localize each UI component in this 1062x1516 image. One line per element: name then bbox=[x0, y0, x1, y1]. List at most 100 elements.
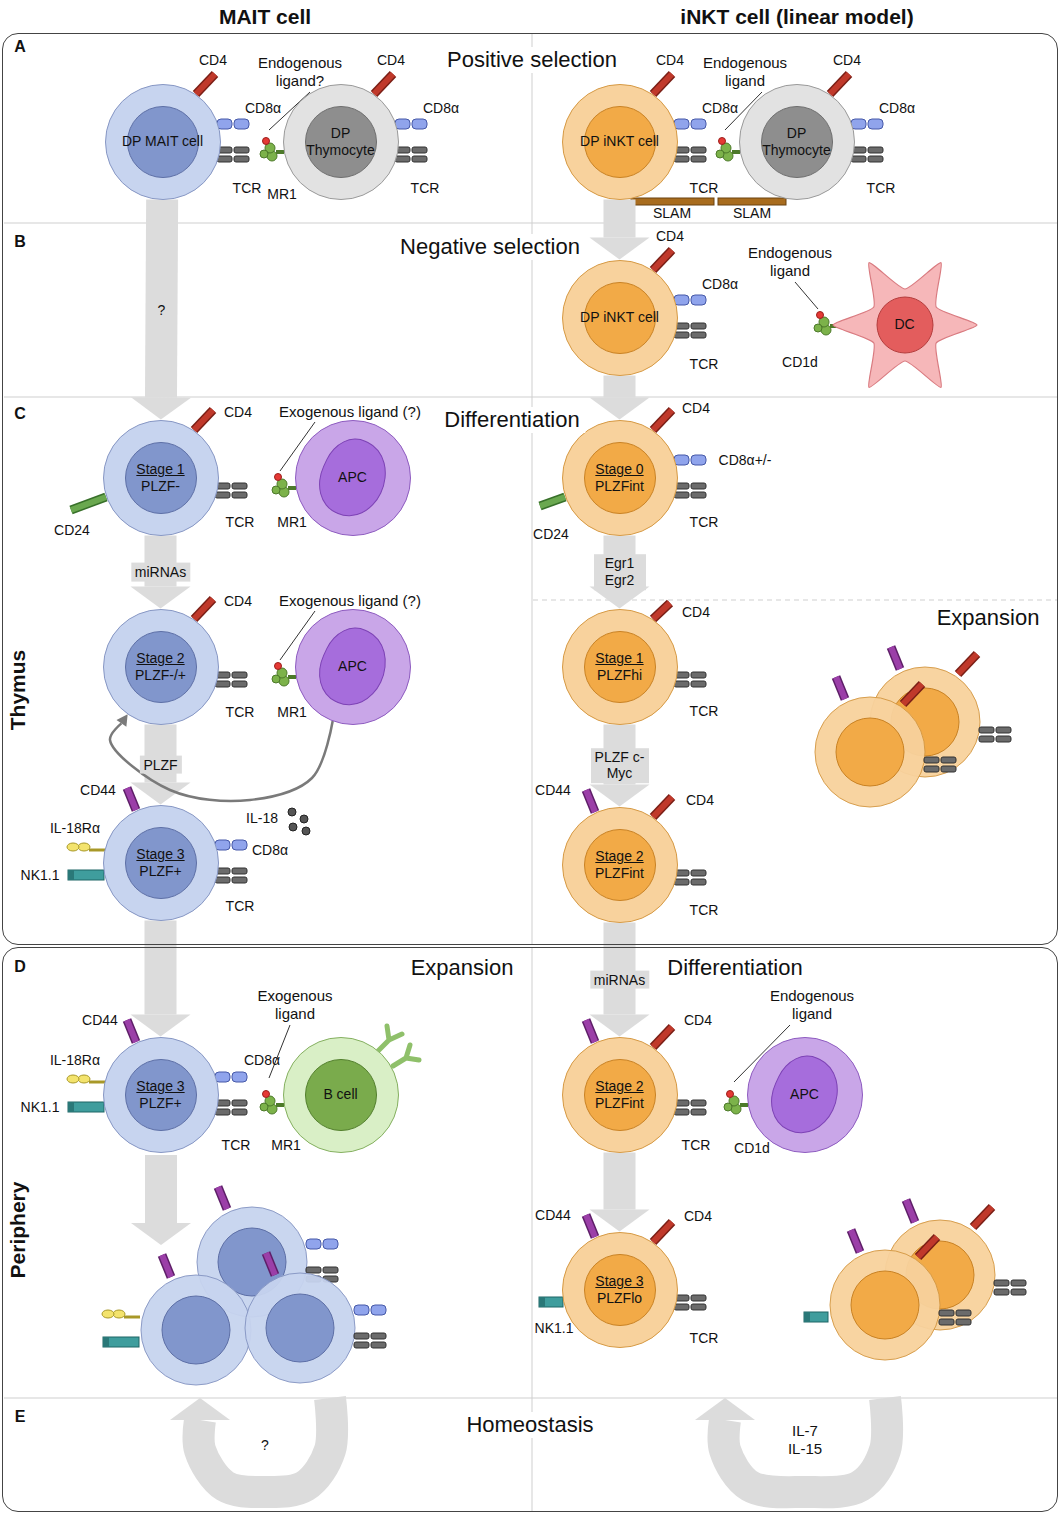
tcr-receptor bbox=[994, 1289, 1009, 1295]
receptor-label: MR1 bbox=[267, 186, 297, 202]
stage-heading: Stage 2 bbox=[136, 650, 184, 666]
receptor-label: CD24 bbox=[54, 522, 90, 538]
flow-connector bbox=[590, 923, 650, 1037]
cell-text-box: Stage 0PLZFint bbox=[563, 421, 677, 535]
cd24-receptor bbox=[71, 497, 106, 510]
receptor-label: TCR bbox=[682, 1137, 711, 1153]
cell-text-box: Stage 2PLZFint bbox=[563, 808, 677, 922]
connector-label: miRNAs bbox=[590, 970, 649, 989]
section-title: Negative selection bbox=[394, 234, 586, 260]
cd4-receptor bbox=[918, 1237, 937, 1257]
receptor-label: MR1 bbox=[271, 1137, 301, 1153]
cd4-receptor bbox=[653, 74, 672, 94]
receptor-label: IL-18Rα bbox=[50, 820, 100, 836]
cd44-receptor bbox=[586, 790, 595, 812]
receptor-label: CD4 bbox=[833, 52, 861, 68]
tcr-receptor bbox=[691, 156, 706, 162]
receptor-label: MR1 bbox=[267, 186, 297, 202]
cd4-receptor bbox=[194, 599, 213, 619]
cell-label: PLZF- bbox=[141, 478, 180, 494]
il18-receptor bbox=[78, 843, 90, 851]
cd4-receptor bbox=[903, 684, 922, 704]
mait-cell: Stage 3PLZF+ bbox=[103, 805, 219, 921]
cd4-receptor bbox=[194, 599, 213, 619]
flow-connector bbox=[590, 376, 650, 420]
cell-text-box: Stage 1PLZFhi bbox=[563, 610, 677, 724]
cd4-receptor bbox=[196, 74, 215, 94]
il18-receptor bbox=[67, 1075, 79, 1083]
cd4-receptor bbox=[653, 797, 672, 817]
connector-line bbox=[145, 921, 177, 1015]
tcr-receptor bbox=[412, 156, 427, 162]
receptor-label: TCR bbox=[226, 514, 255, 530]
cell-text-box: Stage 1PLZF- bbox=[104, 421, 218, 535]
nk11-receptor bbox=[68, 870, 74, 880]
cell-label: PLZFint bbox=[595, 865, 644, 881]
leader-line bbox=[795, 282, 818, 309]
ligand-dot bbox=[719, 138, 726, 145]
il18-receptor bbox=[113, 1310, 125, 1318]
tcr-receptor bbox=[234, 156, 249, 162]
panel-letter: E bbox=[15, 1408, 26, 1426]
cd44-receptor bbox=[127, 788, 136, 810]
receptor-label: CD4 bbox=[686, 792, 714, 808]
dendritic-cell: DC bbox=[820, 240, 990, 410]
tcr-receptor bbox=[868, 147, 883, 153]
thymocyte-cell: DP Thymocyte bbox=[283, 84, 399, 200]
receptor-label: CD44 bbox=[535, 1207, 571, 1223]
receptor-label: TCR bbox=[222, 1137, 251, 1153]
receptor-label: TCR bbox=[226, 514, 255, 530]
receptor-label: NK1.1 bbox=[21, 1099, 60, 1115]
receptor-label: TCR bbox=[411, 180, 440, 196]
cd24-receptor bbox=[71, 497, 106, 510]
cd44-receptor bbox=[127, 1020, 136, 1042]
flow-connector bbox=[131, 921, 191, 1037]
slam-receptor bbox=[631, 198, 714, 205]
tcr-receptor bbox=[868, 156, 883, 162]
cell-label: APC bbox=[338, 469, 367, 485]
tcr-receptor bbox=[979, 736, 994, 742]
flow-arrowhead bbox=[170, 1398, 230, 1420]
flow-connector bbox=[110, 714, 333, 801]
receptor-label: TCR bbox=[690, 1330, 719, 1346]
connector-label: PLZF c-Myc bbox=[591, 748, 649, 784]
presenting-molecule bbox=[724, 1103, 732, 1111]
cd8-receptor bbox=[232, 840, 247, 850]
receptor-label: CD4 bbox=[684, 1012, 712, 1028]
cell-text-box: B cell bbox=[284, 1038, 398, 1152]
panel-letter: D bbox=[14, 958, 26, 976]
receptor-label: CD24 bbox=[54, 522, 90, 538]
flow-connector bbox=[590, 536, 650, 609]
receptor-label: CD24 bbox=[533, 526, 569, 542]
tcr-receptor bbox=[395, 156, 410, 162]
receptor-label: CD8α+/- bbox=[719, 452, 772, 468]
panel-letter: B bbox=[14, 233, 26, 251]
receptor-label: CD44 bbox=[80, 782, 116, 798]
clone-nucleus bbox=[836, 718, 904, 786]
receptor-label: TCR bbox=[682, 1137, 711, 1153]
tcr-receptor bbox=[232, 672, 247, 678]
receptor-label: NK1.1 bbox=[21, 867, 60, 883]
tcr-receptor bbox=[323, 1267, 338, 1273]
cd44-receptor bbox=[586, 1215, 595, 1237]
tcr-receptor bbox=[412, 147, 427, 153]
cell-text-box: Stage 2PLZFint bbox=[563, 1038, 677, 1152]
connector-arrowhead bbox=[131, 1015, 191, 1037]
receptor-label: TCR bbox=[867, 180, 896, 196]
receptor-label: CD8α bbox=[245, 100, 281, 116]
cd44-receptor bbox=[266, 1253, 275, 1275]
receptor-label: CD4 bbox=[684, 1208, 712, 1224]
flow-arrowhead bbox=[695, 1398, 755, 1420]
connector-label: miRNAs bbox=[131, 563, 190, 582]
receptor-label: CD8α bbox=[423, 100, 459, 116]
receptor-label: CD8α bbox=[879, 100, 915, 116]
cytokine-dot bbox=[300, 815, 308, 823]
section-title: Homeostasis bbox=[460, 1412, 599, 1438]
region-name: Periphery bbox=[6, 1181, 29, 1278]
il18-receptor bbox=[89, 1081, 105, 1084]
cd4-receptor bbox=[653, 250, 672, 270]
cell-label: B cell bbox=[323, 1086, 357, 1102]
cell-label: PLZFint bbox=[595, 478, 644, 494]
cd4-receptor bbox=[653, 1027, 672, 1047]
illustration bbox=[4, 34, 1057, 1511]
